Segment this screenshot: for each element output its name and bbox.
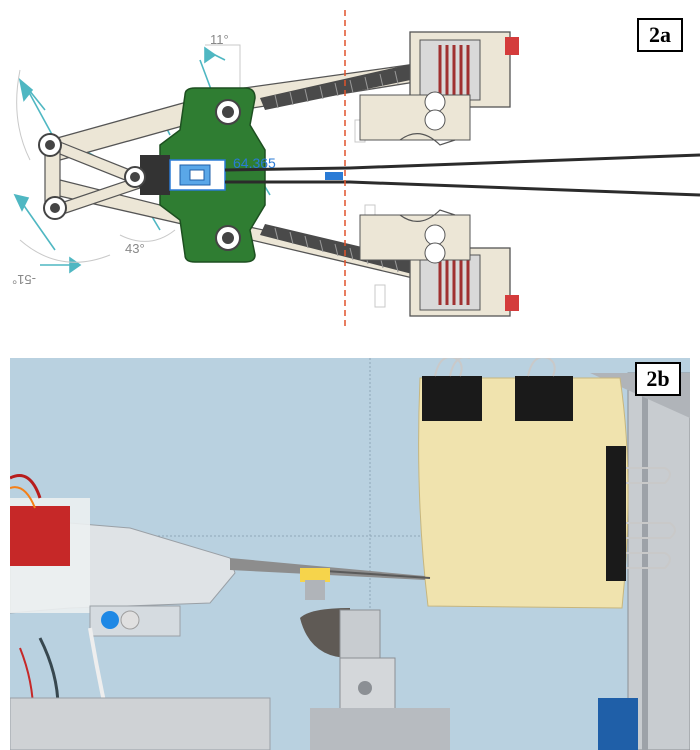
pivot-joints [38,99,241,251]
cad-drawing: 11° 43° -51° 64.365 [12,10,700,330]
cad-drawing-panel: 11° 43° -51° 64.365 2a [0,0,700,335]
needle-tips [224,153,700,197]
needle-device [10,474,431,750]
panel-label-2a: 2a [637,18,683,52]
needle-marker [325,172,343,180]
base-rail [10,697,271,750]
angle-label-top: 11° [210,32,229,47]
support-stand [300,568,450,750]
lower-clamp [359,209,519,317]
tissue-specimen [418,377,629,609]
photo-panel: 2b [10,358,690,750]
length-dimension-label: 64.365 [233,155,276,171]
panel-label-2b: 2b [635,362,681,396]
linkage [44,139,141,216]
binder-clips [422,358,676,581]
angle-label-middle: 43° [125,241,145,256]
center-mechanism [140,155,226,195]
aluminum-frame [590,372,690,750]
angle-label-bottom: -51° [12,272,36,287]
upper-clamp [359,31,519,146]
experiment-photo [10,358,690,750]
